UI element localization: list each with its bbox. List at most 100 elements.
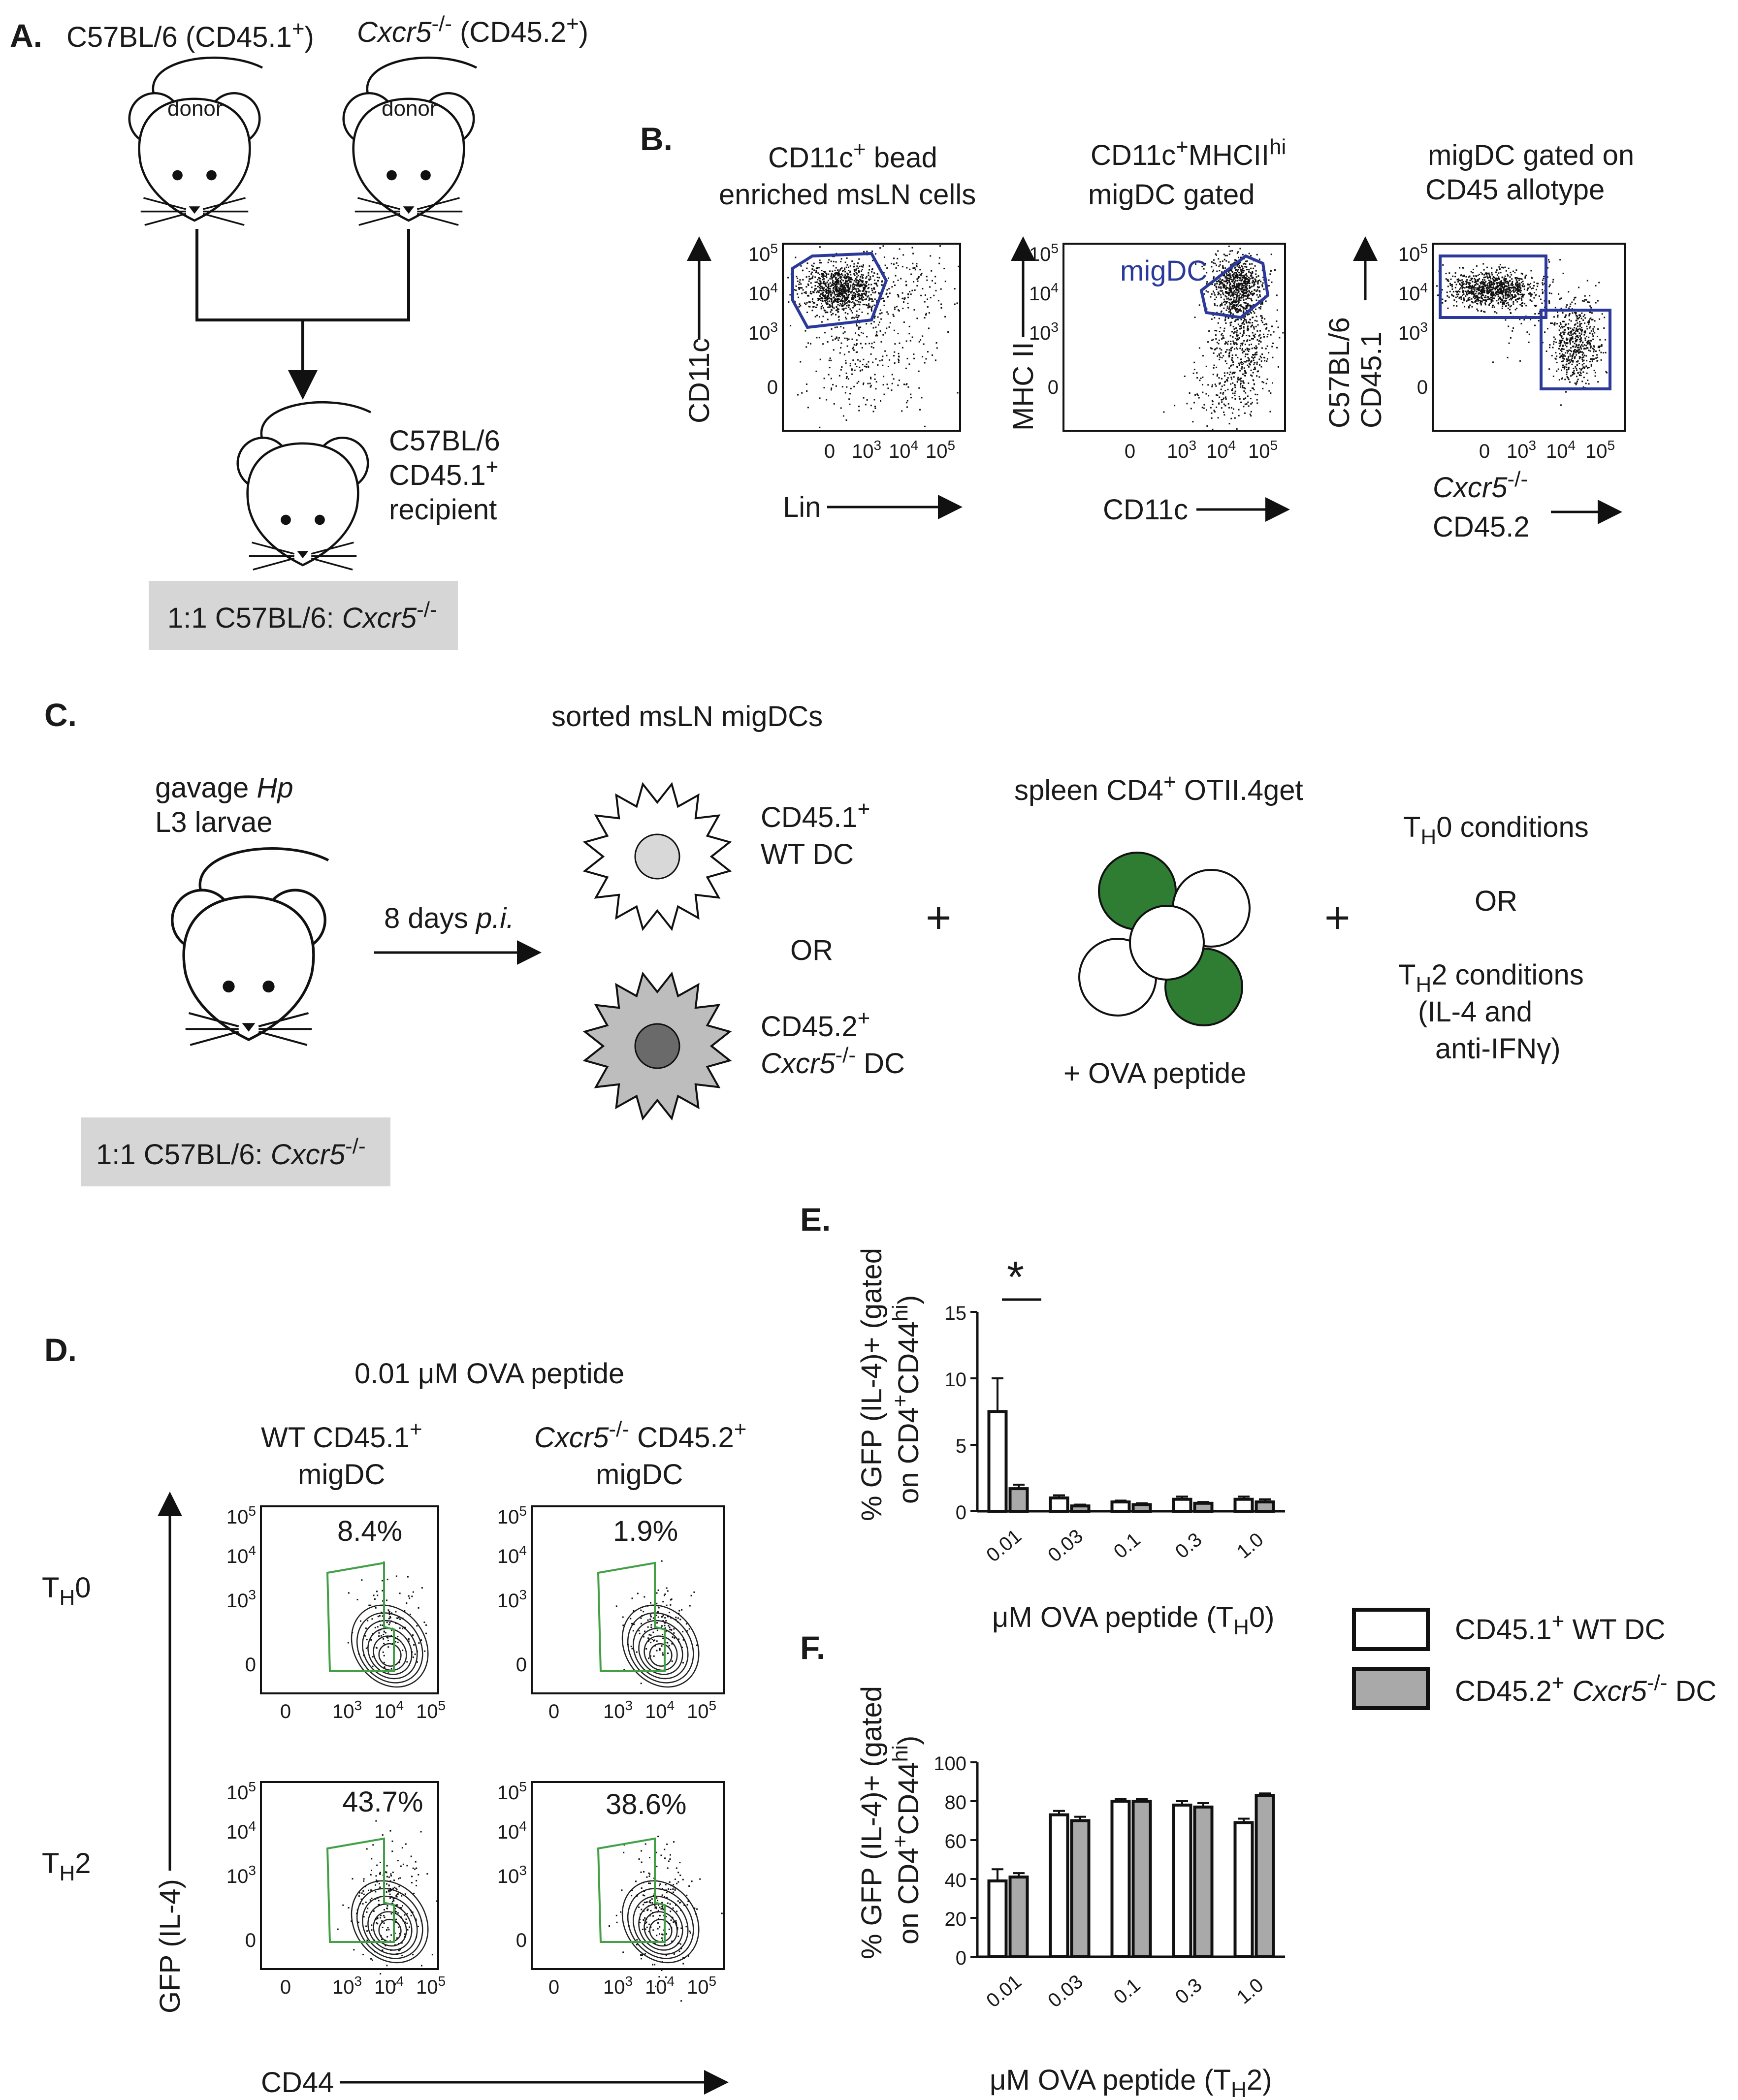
flow-event (1506, 282, 1508, 284)
flow-event (1248, 294, 1250, 296)
flow-event (1560, 327, 1562, 329)
flow-event (1217, 355, 1219, 357)
panel-d: D. 0.01 μM OVA peptide WT CD45.1+ migDC … (42, 1332, 746, 2099)
flow-event (818, 337, 820, 339)
flow-event (641, 1850, 643, 1852)
flow-event (677, 1942, 679, 1944)
flow-event (858, 326, 860, 328)
flow-event (686, 1904, 688, 1906)
flow-event (1470, 286, 1472, 287)
flow-event (1233, 304, 1235, 306)
flow-event (384, 1666, 386, 1668)
flow-y-tick: 103 (748, 319, 778, 344)
flow-event (1498, 276, 1500, 278)
flow-event (1579, 335, 1581, 337)
flow-event (415, 1918, 417, 1920)
flow-event (1478, 285, 1480, 287)
flow-event (672, 1636, 674, 1638)
flow-event (1240, 277, 1242, 279)
flow-event (1578, 374, 1580, 376)
flow-event (1235, 287, 1237, 289)
flow-event (859, 366, 861, 368)
flow-event (1471, 306, 1473, 308)
flow-event (1184, 375, 1186, 377)
flow-event (1244, 282, 1246, 284)
flow-event (649, 1602, 651, 1604)
flow-event (412, 1911, 414, 1913)
flow-event (862, 299, 864, 301)
flow-event (1595, 357, 1597, 359)
flow-event (1245, 292, 1247, 294)
flow-event (1569, 340, 1571, 342)
flow-event (853, 280, 855, 282)
flow-event (677, 1881, 679, 1883)
flow-event (1238, 283, 1240, 285)
flow-event (831, 278, 833, 280)
flow-event (1603, 327, 1605, 329)
flow-event (1241, 285, 1243, 286)
flow-event (841, 267, 843, 269)
flow-event (853, 269, 855, 271)
flow-event (1502, 284, 1504, 286)
flow-event (800, 361, 802, 363)
flow-event (835, 298, 837, 300)
flow-event (648, 1882, 650, 1884)
infected-mouse-icon (172, 849, 328, 1045)
flow-event (857, 290, 859, 292)
flow-event (1258, 343, 1260, 345)
flow-event (1237, 311, 1239, 313)
flow-event (639, 1632, 641, 1634)
flow-event (679, 1943, 681, 1945)
flow-event (1562, 360, 1564, 362)
flow-event (1575, 333, 1577, 335)
flow-event (851, 369, 853, 371)
flow-event (836, 336, 837, 338)
flow-event (639, 1918, 641, 1920)
flow-event (1226, 275, 1228, 277)
flow-event (1564, 379, 1566, 381)
flow-event (1233, 342, 1235, 344)
flow-event (841, 302, 843, 304)
flow-event (795, 256, 797, 258)
flow-x-tick: 105 (926, 438, 955, 462)
flow-event (377, 1626, 379, 1628)
flow-event (833, 291, 835, 293)
flow-event (815, 268, 817, 270)
flow-event (823, 275, 825, 277)
flow-event (1466, 290, 1468, 292)
flow-event (1257, 370, 1259, 372)
flow-event (670, 1599, 672, 1601)
flow-event (636, 1943, 638, 1945)
flow-event (1521, 282, 1523, 284)
flow-event (1571, 360, 1573, 362)
flow-event (873, 279, 875, 281)
flow-event (813, 302, 815, 304)
flow-event (1469, 304, 1471, 306)
flow-event (1586, 336, 1588, 338)
flow-event (1508, 283, 1510, 285)
flow-event (1506, 290, 1508, 292)
flow-event (924, 362, 926, 364)
flow-event (845, 378, 847, 380)
flow-event (1240, 382, 1242, 384)
flow-event (1253, 282, 1255, 284)
flow-event (676, 1928, 678, 1930)
flow-plot-3-gate-wt (1439, 255, 1547, 319)
flow-event (788, 301, 790, 303)
flow-event (1205, 393, 1207, 395)
flow-event (1241, 348, 1243, 350)
flow-event (902, 254, 904, 256)
flow-event (844, 271, 846, 273)
panel-c: C. sorted msLN migDCs gavage Hp L3 larva… (44, 697, 1589, 1186)
flow-event (869, 276, 871, 278)
flow-event (1206, 425, 1208, 427)
flow-event (798, 287, 800, 289)
flow-event (852, 348, 854, 350)
flow-event (845, 283, 847, 285)
flow-event (1588, 341, 1590, 343)
flow-event (855, 281, 857, 283)
flow-event (1232, 300, 1234, 302)
flow-event (657, 1836, 659, 1838)
flow-event (866, 366, 868, 368)
flow-event (1229, 309, 1231, 311)
